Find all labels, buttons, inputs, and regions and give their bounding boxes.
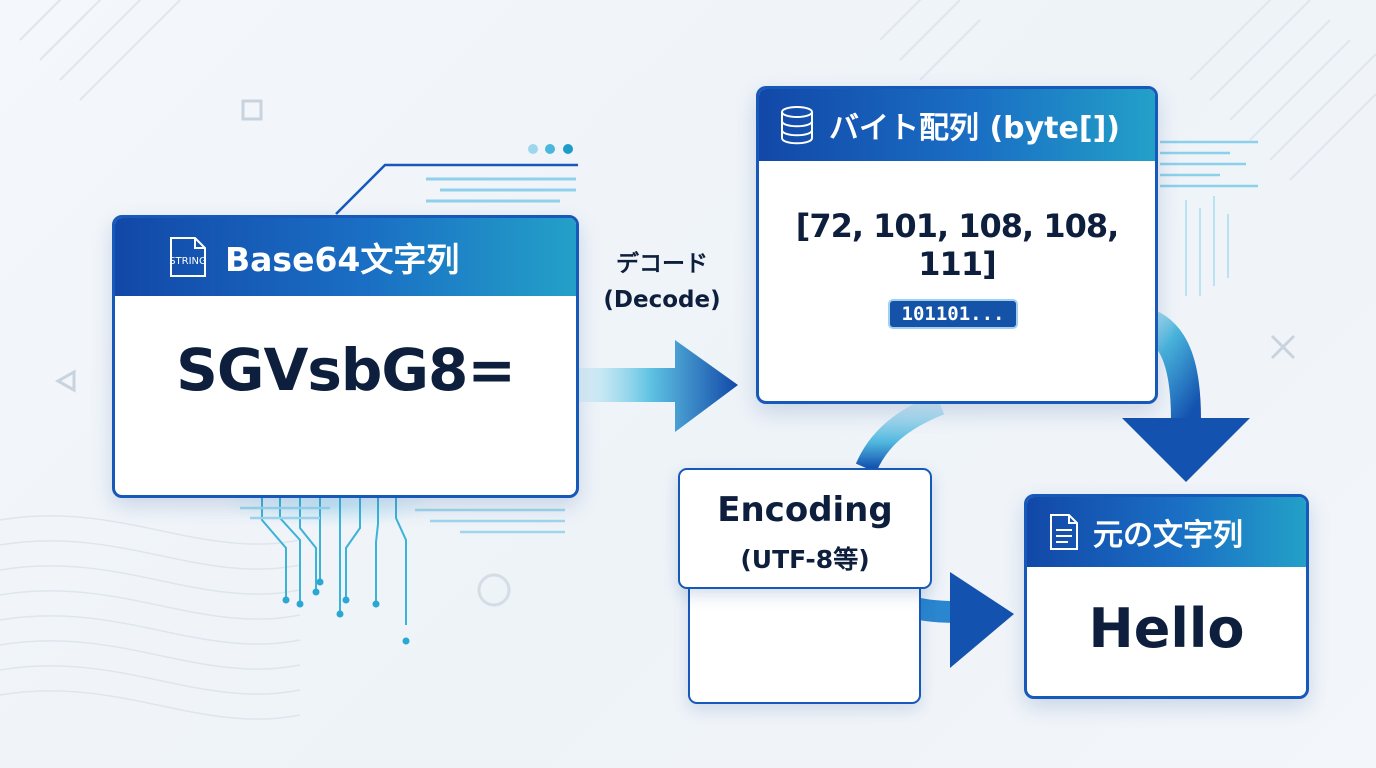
database-icon xyxy=(781,106,813,145)
encoding-graphic-card xyxy=(688,578,921,704)
binary-label: 101101... xyxy=(888,299,1018,329)
byte-array-card-title: バイト配列 (byte[]) xyxy=(829,111,1121,146)
byte-array-card-header: バイト配列 (byte[]) xyxy=(759,89,1155,161)
original-card-header: 元の文字列 xyxy=(1027,497,1306,567)
decode-label-ja: デコード xyxy=(616,251,708,277)
encoding-title: Encoding xyxy=(717,490,893,530)
base64-value: SGVsbG8= xyxy=(176,336,516,404)
original-card-title: 元の文字列 xyxy=(1093,518,1243,553)
original-value: Hello xyxy=(1088,597,1245,660)
document-icon xyxy=(1050,514,1078,550)
encoding-card: Encoding (UTF-8等) xyxy=(678,468,932,589)
base64-card-header: STRING Base64文字列 xyxy=(115,218,576,296)
base64-string-card: STRING Base64文字列 SGVsbG8= xyxy=(112,215,579,498)
decode-label: デコード (Decode) xyxy=(591,246,733,318)
byte-array-card: バイト配列 (byte[]) [72, 101, 108, 108, 111] xyxy=(756,86,1158,404)
base64-card-title: Base64文字列 xyxy=(225,240,460,279)
decode-label-en: (Decode) xyxy=(603,287,721,313)
string-icon-label: STRING xyxy=(169,256,207,267)
utf-badge: UTF xyxy=(777,640,811,658)
original-string-card: 元の文字列 Hello xyxy=(1024,494,1309,699)
encoding-subtitle: (UTF-8等) xyxy=(740,545,870,574)
string-file-icon: STRING xyxy=(169,237,207,277)
byte-values: [72, 101, 108, 108, 111] xyxy=(795,207,1120,283)
